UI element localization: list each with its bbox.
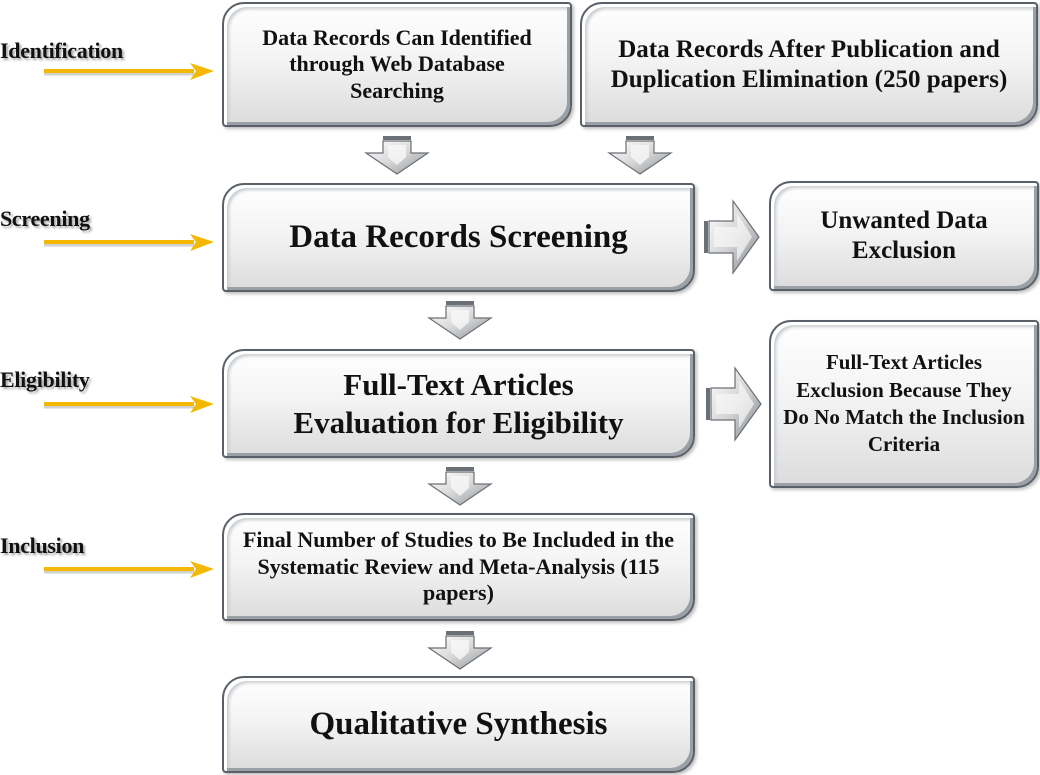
stage-arrow-identification-icon — [44, 63, 214, 80]
box-unwanted-exclusion: Unwanted Data Exclusion — [769, 181, 1039, 291]
box-identified-records: Data Records Can Identified through Web … — [222, 2, 572, 127]
box-qualitative-synthesis: Qualitative Synthesis — [222, 676, 695, 773]
box-unwanted-exclusion-text: Unwanted Data Exclusion — [820, 207, 988, 264]
down-arrow-icon — [427, 301, 493, 340]
box-screening: Data Records Screening — [222, 183, 695, 292]
stage-label-eligibility: Eligibility — [0, 367, 90, 392]
box-qualitative-synthesis-text: Qualitative Synthesis — [309, 705, 608, 742]
box-final-included: Final Number of Studies to Be Included i… — [222, 513, 695, 621]
stage-label-screening: Screening — [0, 206, 90, 231]
right-arrow-icon — [704, 199, 760, 275]
box-after-elimination: Data Records After Publication and Dupli… — [580, 2, 1038, 127]
stage-arrow-inclusion-icon — [44, 561, 214, 578]
down-arrow-icon — [364, 136, 430, 175]
stage-label-identification: Identification — [0, 38, 123, 63]
box-final-included-text: Final Number of Studies to Be Included i… — [242, 527, 675, 606]
down-arrow-icon — [427, 467, 493, 506]
right-arrow-icon — [706, 366, 762, 442]
box-fulltext-exclusion-text: Full-Text Articles Exclusion Because The… — [783, 350, 1025, 457]
box-fulltext-exclusion: Full-Text Articles Exclusion Because The… — [769, 320, 1039, 488]
down-arrow-icon — [427, 631, 493, 670]
stage-arrow-eligibility-icon — [44, 396, 214, 413]
down-arrow-icon — [607, 136, 673, 175]
box-eligibility-text: Full-Text Articles Evaluation for Eligib… — [293, 367, 624, 440]
box-screening-text: Data Records Screening — [289, 218, 628, 255]
stage-label-inclusion: Inclusion — [0, 533, 85, 558]
box-after-elimination-text: Data Records After Publication and Dupli… — [610, 35, 1008, 93]
box-eligibility: Full-Text Articles Evaluation for Eligib… — [222, 349, 695, 458]
stage-arrow-screening-icon — [44, 234, 214, 251]
box-identified-records-text: Data Records Can Identified through Web … — [262, 24, 532, 103]
